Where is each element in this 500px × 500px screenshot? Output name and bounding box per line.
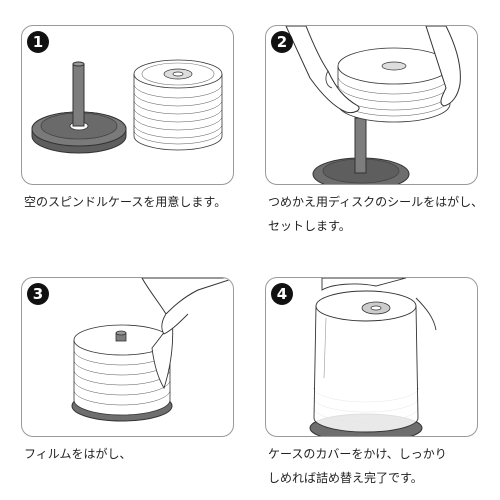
step-4-caption-line: ケースのカバーをかけ、しっかり xyxy=(268,447,447,461)
step-4-caption: ケースのカバーをかけ、しっかり しめれば詰め替え完了です。 xyxy=(268,442,447,490)
step-1-caption-line: 空のスピンドルケースを用意します。 xyxy=(24,195,227,209)
step-number-badge: 2 xyxy=(271,31,293,53)
step-number-badge: 1 xyxy=(27,31,49,53)
empty-spindle-and-disc-stack-illustration xyxy=(31,59,223,154)
step-1-caption: 空のスピンドルケースを用意します。 xyxy=(24,190,226,214)
step-2-caption: つめかえ用ディスクのシールをはがし、 セットします。 xyxy=(268,190,483,238)
closing-cover-illustration xyxy=(309,278,437,436)
step-number-badge: 4 xyxy=(271,283,293,305)
step-2-panel: 2 xyxy=(265,25,478,185)
step-4-caption-line: しめれば詰め替え完了です。 xyxy=(268,471,423,485)
step-2-caption-line: つめかえ用ディスクのシールをはがし、 xyxy=(268,195,484,209)
step-4-panel: 4 xyxy=(265,277,478,437)
step-1-panel: 1 xyxy=(21,25,234,185)
step-3-panel: 3 xyxy=(21,277,234,437)
hands-setting-discs-illustration xyxy=(285,26,461,184)
step-3-caption-line: フィルムをはがし、 xyxy=(24,447,132,461)
peeling-film-illustration xyxy=(71,278,233,422)
step-2-caption-line: セットします。 xyxy=(268,219,351,233)
step-3-caption: フィルムをはがし、 xyxy=(24,442,132,466)
step-number-badge: 3 xyxy=(27,283,49,305)
